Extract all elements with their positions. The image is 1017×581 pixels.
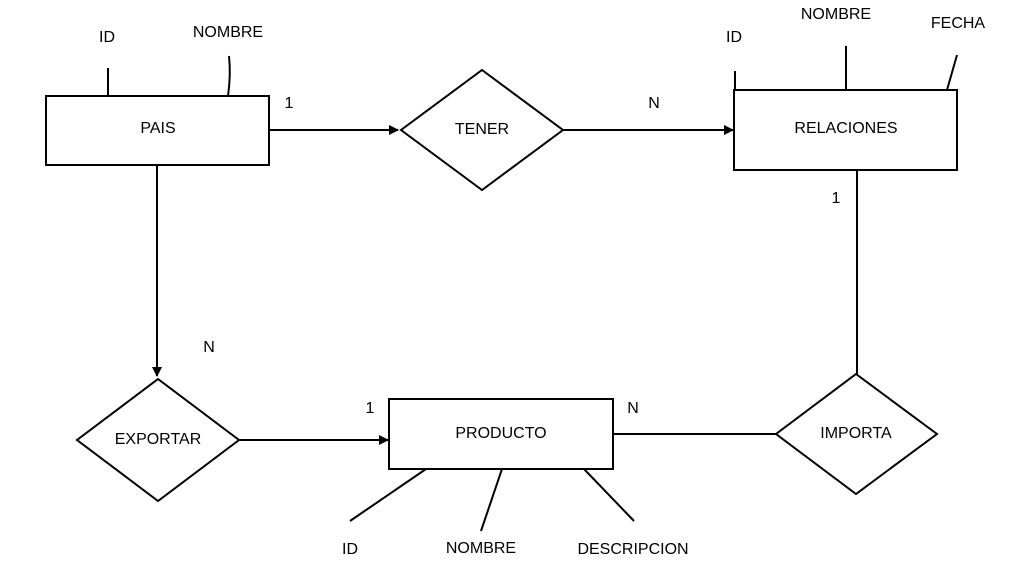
relationship-importa-label: IMPORTA (820, 425, 892, 442)
cardinality-tener-relaciones: N (648, 95, 660, 112)
attr-pais-id: ID (99, 29, 115, 46)
entity-pais: PAIS (45, 95, 270, 166)
cardinality-pais-tener: 1 (285, 95, 294, 112)
cardinality-exportar-producto: 1 (366, 400, 375, 417)
cardinality-relaciones-importa: 1 (832, 190, 841, 207)
relationship-exportar-label: EXPORTAR (115, 431, 202, 448)
attr-line-producto-descripcion (583, 468, 635, 522)
attr-relaciones-fecha: FECHA (931, 15, 986, 32)
entity-relaciones: RELACIONES (733, 89, 958, 171)
entity-pais-label: PAIS (140, 120, 175, 137)
entity-producto-label: PRODUCTO (455, 425, 546, 442)
attr-pais-nombre: NOMBRE (193, 24, 263, 41)
attr-relaciones-nombre: NOMBRE (801, 6, 871, 23)
attr-relaciones-id: ID (726, 29, 742, 46)
relationship-tener: TENER (399, 68, 565, 192)
cardinality-pais-exportar: N (203, 339, 215, 356)
attr-line-pais-nombre (227, 55, 231, 97)
attr-producto-nombre: NOMBRE (446, 540, 516, 557)
attr-line-relaciones-fecha (946, 54, 958, 91)
entity-producto: PRODUCTO (388, 398, 614, 470)
cardinality-producto-importa: N (627, 400, 639, 417)
relationship-tener-label: TENER (455, 121, 509, 138)
relationship-importa: IMPORTA (774, 372, 939, 496)
attr-line-producto-id (349, 468, 427, 522)
attr-producto-descripcion: DESCRIPCION (577, 541, 688, 558)
attr-producto-id: ID (342, 541, 358, 558)
attr-line-producto-nombre (480, 468, 503, 532)
entity-relaciones-label: RELACIONES (794, 120, 897, 137)
relationship-exportar: EXPORTAR (75, 377, 241, 503)
